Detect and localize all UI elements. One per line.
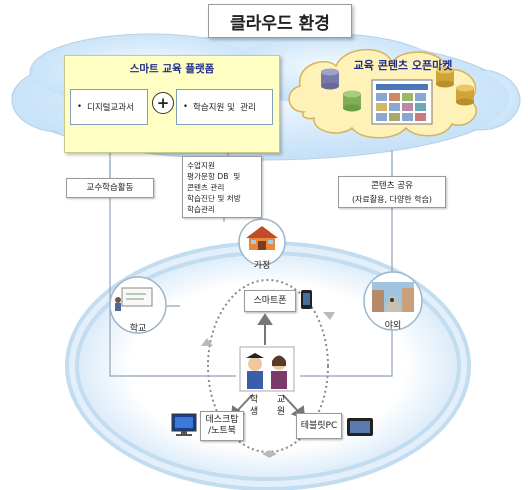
support-item: 학습진단 및 처방 [187, 194, 241, 203]
learning-support-box: • 학습지원 및 관리 [176, 89, 273, 125]
smart-education-platform: 스마트 교육 플랫폼 • 디지털교과서 + • 학습지원 및 관리 [64, 55, 280, 153]
center-people-illustration [239, 346, 295, 392]
market-screenshot [371, 79, 433, 125]
student-label: 학 생 [249, 395, 259, 417]
database-icons [321, 66, 474, 112]
digital-textbook-label: 디지털교과서 [87, 103, 134, 113]
learning-support-label: 학습지원 및 관리 [193, 103, 256, 113]
ring-arrow-marks [201, 312, 335, 458]
page-title: 클라우드 환경 [208, 4, 352, 38]
support-item: 콘텐츠 관리 [187, 183, 225, 192]
desktop-notebook-box: 데스크탑 /노트북 [200, 411, 244, 441]
outdoors-illustration [363, 271, 423, 331]
platform-title: 스마트 교육 플랫폼 [129, 63, 215, 75]
school-illustration [109, 276, 167, 334]
school-label: 학교 [129, 324, 147, 334]
market-title: 교육 콘텐츠 오픈마켓 [353, 59, 453, 72]
content-share-box: 콘텐츠 공유 (자료활용, 다양한 학습) [338, 176, 446, 208]
outdoors-label: 야외 [384, 321, 402, 331]
smartphone-icon [301, 290, 312, 309]
content-share-title: 콘텐츠 공유 [371, 181, 413, 191]
support-item: 학습관리 [187, 205, 215, 214]
content-share-subtitle: (자료활용, 다양한 학습) [351, 195, 433, 204]
desktop-monitor-icon [171, 413, 197, 436]
support-item: 평가문항 DB 및 [187, 172, 241, 181]
teacher-label: 교 원 [276, 395, 286, 417]
support-list-box: 수업지원 평가문항 DB 및 콘텐츠 관리 학습진단 및 처방 학습관리 [182, 156, 262, 218]
tablet-pc-box: 테블릿PC [296, 413, 342, 439]
digital-textbook-box: • 디지털교과서 [70, 89, 148, 125]
support-item: 수업지원 [187, 161, 215, 170]
teacher-activity-label: 교수학습활동 [66, 178, 154, 198]
home-label: 가정 [253, 261, 271, 271]
bullet-icon: • [183, 102, 189, 112]
bullet-icon: • [77, 102, 83, 112]
smartphone-box: 스마트폰 [244, 290, 296, 312]
plus-icon: + [152, 92, 174, 114]
home-illustration [238, 218, 286, 266]
tablet-icon [347, 418, 373, 436]
